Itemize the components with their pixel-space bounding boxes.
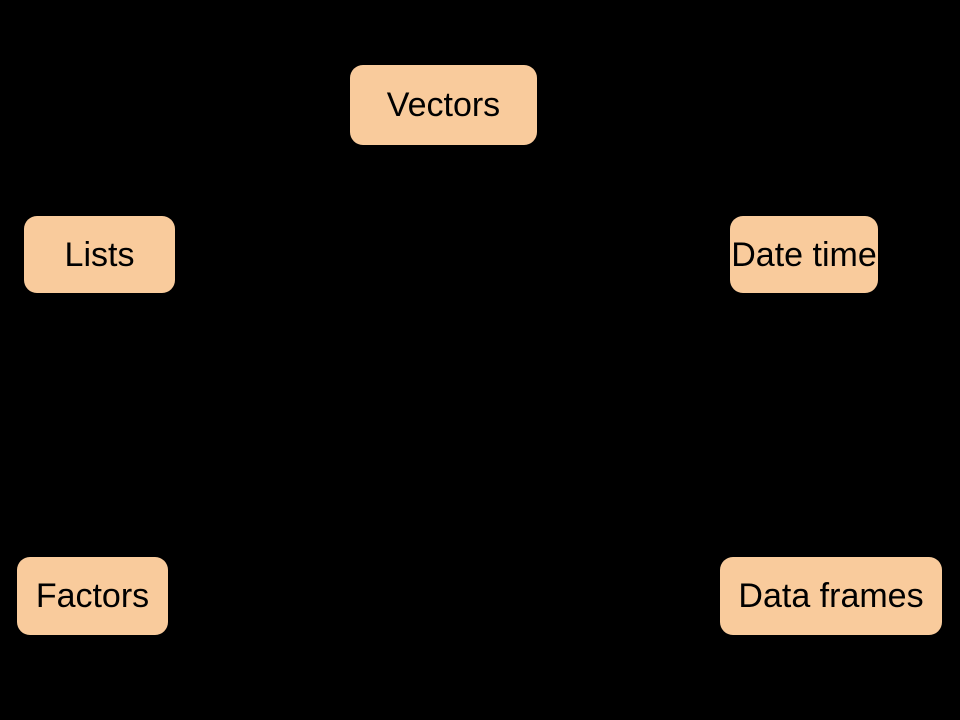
node-data-frames-label: Data frames xyxy=(738,577,924,615)
node-vectors: Vectors xyxy=(350,65,537,145)
node-lists-label: Lists xyxy=(64,235,135,274)
node-vectors-label: Vectors xyxy=(386,86,501,124)
node-data-frames: Data frames xyxy=(720,557,942,635)
node-factors: Factors xyxy=(17,557,168,635)
node-factors-label: Factors xyxy=(35,577,150,615)
node-date-time: Date time xyxy=(730,216,878,293)
node-date-time-label: Date time xyxy=(731,235,877,274)
node-lists: Lists xyxy=(24,216,175,293)
